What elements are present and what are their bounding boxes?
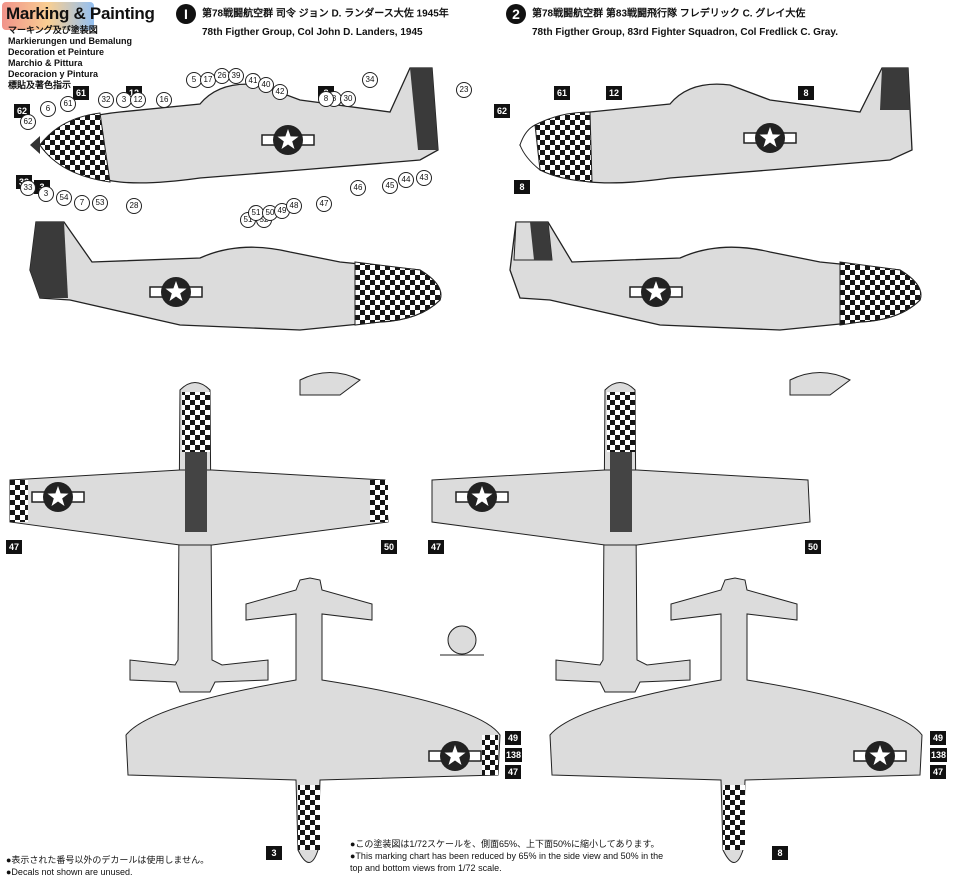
s1-top-view (9, 382, 389, 693)
subtitle-it: Marchio & Pittura (8, 58, 83, 68)
decal-callout: 3 (38, 186, 54, 202)
decal-callout: 45 (382, 178, 398, 194)
decal-callout: 46 (350, 180, 366, 196)
decal-callout: 8 (318, 91, 334, 107)
decal-62-box-s2: 62 (494, 104, 510, 118)
decal-callout: 40 (258, 77, 274, 93)
decal-callout: 16 (156, 92, 172, 108)
subtitle-fr: Decoration et Peinture (8, 47, 105, 57)
note-scale-en-1: ●This marking chart has been reduced by … (350, 851, 664, 861)
decal-47-box-s2b: 47 (930, 765, 946, 779)
decal-callout: 30 (340, 91, 356, 107)
decal-3-box-bottom: 3 (266, 846, 282, 860)
subtitle-jp: マーキング及び塗装図 (8, 25, 98, 35)
scheme-1-en: 78th Figther Group, Col John D. Landers,… (202, 27, 423, 38)
decal-callout: 48 (286, 198, 302, 214)
decal-callout: 33 (20, 180, 36, 196)
decal-callout: 47 (316, 196, 332, 212)
decal-8-box-s2b: 8 (514, 180, 530, 194)
decal-callout: 7 (74, 195, 90, 211)
s2-left-profile (519, 67, 913, 184)
decal-callout: 34 (362, 72, 378, 88)
decal-47-box: 47 (6, 540, 22, 554)
decal-callout: 17 (200, 72, 216, 88)
decal-49-box-s2: 49 (930, 731, 946, 745)
decal-138-box: 138 (505, 748, 523, 762)
note-unused-en: ●Decals not shown are unused. (6, 867, 133, 877)
title-translations: マーキング及び塗装図 Markierungen und Bemalung Dec… (8, 25, 132, 91)
scheme-1-number: I (176, 4, 196, 24)
decal-callout: 5 (186, 72, 202, 88)
s2-bottom-view (549, 577, 923, 863)
notes-right: ●この塗装図は1/72スケールを、側面65%、上下面50%に縮小してあります。 … (350, 838, 663, 874)
front-view (440, 625, 484, 656)
decal-50-box: 50 (381, 540, 397, 554)
subtitle-es: Decoracion y Pintura (8, 69, 99, 79)
scheme-2-number: 2 (506, 4, 526, 24)
page-title: Marking & Painting (6, 4, 155, 23)
scheme-2-jp: 第78戦闘航空群 第83戦闘飛行隊 フレデリック C. グレイ大佐 (532, 8, 806, 20)
s2-top-view (431, 382, 811, 693)
site-watermark-logo (2, 2, 94, 30)
decal-138-box-s2: 138 (930, 748, 948, 762)
decal-8-box-bottom: 8 (772, 846, 788, 860)
scheme-2-en: 78th Figther Group, 83rd Fighter Squadro… (532, 27, 838, 38)
note-scale-jp: ●この塗装図は1/72スケールを、側面65%、上下面50%に縮小してあります。 (350, 839, 660, 849)
decal-61-box: 61 (73, 86, 89, 100)
decal-47-box-b: 47 (505, 765, 521, 779)
note-scale-en-2: top and bottom views from 1/72 scale. (350, 863, 502, 873)
decal-callout: 6 (40, 101, 56, 117)
scheme-1-jp: 第78戦闘航空群 司令 ジョン D. ランダース大佐 1945年 (202, 8, 449, 20)
subtitle-cn: 標貼及著色指示 (8, 80, 72, 90)
decal-callout: 43 (416, 170, 432, 186)
decal-callout: 42 (272, 84, 288, 100)
decal-12-box-s2: 12 (606, 86, 622, 100)
s2-right-profile (509, 221, 922, 396)
decal-callout: 54 (56, 190, 72, 206)
s1-left-profile (30, 67, 439, 184)
decal-callout: 32 (98, 92, 114, 108)
decal-47-box-s2: 47 (428, 540, 444, 554)
decal-61-box-s2: 61 (554, 86, 570, 100)
note-unused-jp: ●表示された番号以外のデカールは使用しません。 (6, 855, 210, 865)
s1-bottom-view (125, 577, 501, 863)
decal-callout: 3 (116, 92, 132, 108)
decal-callout: 61 (60, 96, 76, 112)
notes-left: ●表示された番号以外のデカールは使用しません。 ●Decals not show… (6, 854, 209, 878)
s1-right-profile (29, 221, 442, 396)
decal-8-box-s2: 8 (798, 86, 814, 100)
subtitle-de: Markierungen und Bemalung (8, 36, 133, 46)
decal-49-box: 49 (505, 731, 521, 745)
decal-50-box-s2: 50 (805, 540, 821, 554)
scheme-1-header: I 第78戦闘航空群 司令 ジョン D. ランダース大佐 1945年 78th F… (176, 4, 449, 42)
decal-callout: 12 (130, 92, 146, 108)
decal-callout: 39 (228, 68, 244, 84)
scheme-2-header: 2 第78戦闘航空群 第83戦闘飛行隊 フレデリック C. グレイ大佐 78th … (506, 4, 838, 42)
decal-callout: 28 (126, 198, 142, 214)
decal-callout: 62 (20, 114, 36, 130)
decal-callout: 44 (398, 172, 414, 188)
decal-callout: 23 (456, 82, 472, 98)
decal-callout: 53 (92, 195, 108, 211)
